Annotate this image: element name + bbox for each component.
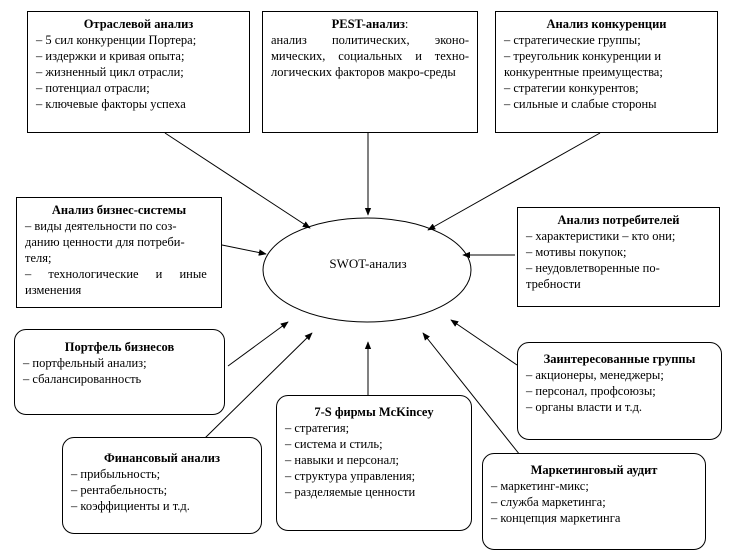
arrow-stakeholders — [450, 319, 518, 366]
mckinsey-7s-box: 7-S фирмы McKincey – стратегия; – систем… — [276, 395, 472, 531]
stakeholders-box: Заинтересованные группы – акционеры, мен… — [517, 342, 722, 440]
stakeholders-title: Заинтересованные группы — [543, 352, 696, 366]
consumer-analysis-box: Анализ потребителей – характеристики – к… — [517, 207, 720, 307]
list-item: требности — [526, 277, 581, 291]
competition-analysis-title: Анализ конкуренции — [546, 17, 667, 31]
list-item: – мотивы покупок; — [526, 245, 627, 259]
mckinsey-7s-title: 7-S фирмы McKincey — [314, 405, 434, 419]
industry-analysis-box: Отраслевой анализ – 5 сил конкуренции По… — [27, 11, 250, 133]
list-item: – прибыльность; — [71, 467, 161, 481]
list-item: – треугольник конкуренции и — [504, 49, 662, 63]
list-item: – издержки и кривая опыта; — [36, 49, 185, 63]
list-item: – разделяемые ценности — [285, 485, 416, 499]
pest-analysis-box: PEST-анализ: анализ политических, эконо-… — [262, 11, 478, 133]
list-item: – навыки и персонал; — [285, 453, 399, 467]
pest-title-colon: : — [404, 17, 409, 31]
list-item: – 5 сил конкуренции Портера; — [36, 33, 197, 47]
competition-analysis-box: Анализ конкуренции – стратегические груп… — [495, 11, 718, 133]
list-item: – ключевые факторы успеха — [36, 97, 186, 111]
arrow-business-system — [221, 244, 267, 256]
arrow-financial — [204, 332, 313, 439]
list-item: – акционеры, менеджеры; — [526, 368, 664, 382]
financial-analysis-title: Финансовый анализ — [104, 451, 220, 465]
business-system-title: Анализ бизнес-системы — [51, 203, 187, 217]
list-item: – система и стиль; — [285, 437, 383, 451]
industry-analysis-title: Отраслевой анализ — [83, 17, 194, 31]
list-item: – технологические и иные — [25, 267, 207, 281]
list-item: – потенциал отрасли; — [36, 81, 150, 95]
list-item: – персонал, профсоюзы; — [526, 384, 656, 398]
list-item: – концепция маркетинга — [491, 511, 621, 525]
business-portfolio-box: Портфель бизнесов – портфельный анализ; … — [14, 329, 225, 415]
swot-ellipse — [262, 217, 472, 323]
arrow-industry — [164, 132, 311, 229]
list-item: – стратегия; — [285, 421, 350, 435]
pest-analysis-title: PEST-анализ — [331, 17, 405, 31]
marketing-audit-box: Маркетинговый аудит – маркетинг-микс; – … — [482, 453, 706, 550]
list-item: – структура управления; — [285, 469, 416, 483]
list-item: – стратегии конкурентов; — [504, 81, 639, 95]
list-item: – характеристики – кто они; — [526, 229, 676, 243]
list-item: – служба маркетинга; — [491, 495, 606, 509]
pest-analysis-text: анализ политических, эконо-мических, соц… — [271, 33, 469, 79]
business-portfolio-title: Портфель бизнесов — [64, 340, 175, 354]
list-item: теля; — [25, 251, 52, 265]
financial-analysis-box: Финансовый анализ – прибыльность; – рент… — [62, 437, 262, 534]
list-item: – коэффициенты и т.д. — [71, 499, 190, 513]
list-item: – виды деятельности по соз- — [25, 219, 177, 233]
list-item: данию ценности для потреби- — [25, 235, 185, 249]
list-item: – сбалансированность — [23, 372, 142, 386]
arrow-portfolio — [227, 321, 289, 367]
arrow-marketing-audit — [422, 332, 521, 456]
list-item: – портфельный анализ; — [23, 356, 147, 370]
consumer-analysis-title: Анализ потребителей — [557, 213, 680, 227]
business-system-box: Анализ бизнес-системы – виды деятельност… — [16, 197, 222, 308]
list-item: – маркетинг-микс; — [491, 479, 589, 493]
list-item: – рентабельность; — [71, 483, 168, 497]
list-item: изменения — [25, 283, 82, 297]
list-item: – жизненный цикл отрасли; — [36, 65, 184, 79]
pest-analysis-heading: PEST-анализ: — [271, 16, 469, 32]
swot-label: SWOT-анализ — [329, 256, 407, 271]
list-item: – стратегические группы; — [504, 33, 641, 47]
list-item: конкурентные преимущества; — [504, 65, 663, 79]
list-item: – неудовлетворенные по- — [526, 261, 660, 275]
list-item: – органы власти и т.д. — [526, 400, 643, 414]
list-item: – сильные и слабые стороны — [504, 97, 657, 111]
arrow-competition — [427, 132, 601, 231]
marketing-audit-title: Маркетинговый аудит — [530, 463, 658, 477]
